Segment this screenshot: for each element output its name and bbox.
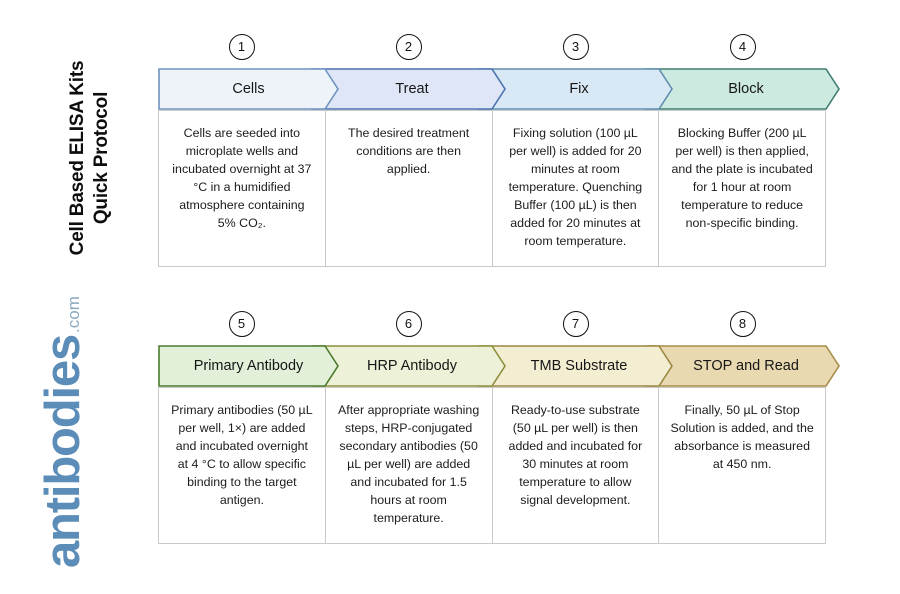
description-cell-6: After appropriate washing steps, HRP-con… bbox=[326, 388, 493, 544]
step-number-strip: 1 2 3 4 bbox=[158, 34, 840, 68]
description-text-5: Primary antibodies (50 µL per well, 1×) … bbox=[171, 403, 313, 507]
chevron-step-4[interactable]: Block bbox=[645, 68, 840, 110]
description-table: Primary antibodies (50 µL per well, 1×) … bbox=[158, 387, 826, 544]
step-number-6: 6 bbox=[395, 311, 422, 337]
description-cell-3: Fixing solution (100 µL per well) is add… bbox=[493, 111, 660, 267]
chevron-label-5: Primary Antibody bbox=[193, 358, 304, 374]
chevron-step-7[interactable]: TMB Substrate bbox=[478, 345, 673, 387]
chevron-label-8: STOP and Read bbox=[693, 358, 799, 374]
chevron-step-1[interactable]: Cells bbox=[158, 68, 339, 110]
page-title: Cell Based ELISA Kits Quick Protocol bbox=[62, 28, 118, 288]
description-text-6: After appropriate washing steps, HRP-con… bbox=[338, 403, 480, 525]
chevron-step-5[interactable]: Primary Antibody bbox=[158, 345, 339, 387]
chevron-label-7: TMB Substrate bbox=[530, 358, 628, 374]
description-cell-7: Ready-to-use substrate (50 µL per well) … bbox=[493, 388, 660, 544]
chevron-label-2: Treat bbox=[395, 81, 429, 97]
chevron-step-6[interactable]: HRP Antibody bbox=[311, 345, 506, 387]
chevron-label-3: Fix bbox=[569, 81, 589, 97]
chevron-step-8[interactable]: STOP and Read bbox=[645, 345, 840, 387]
step-number-2: 2 bbox=[395, 34, 422, 60]
description-cell-4: Blocking Buffer (200 µL per well) is the… bbox=[659, 111, 826, 267]
chevron-label-1: Cells bbox=[232, 81, 265, 97]
page-title-line-2: Quick Protocol bbox=[91, 91, 112, 225]
step-number-strip: 5 6 7 8 bbox=[158, 311, 840, 345]
chevron-label-6: HRP Antibody bbox=[366, 358, 457, 374]
chevron-label-4: Block bbox=[728, 81, 764, 97]
description-cell-5: Primary antibodies (50 µL per well, 1×) … bbox=[159, 388, 326, 544]
description-table: Cells are seeded into microplate wells a… bbox=[158, 110, 826, 267]
description-text-2: The desired treatment conditions are the… bbox=[348, 126, 470, 176]
step-number-1: 1 bbox=[228, 34, 255, 60]
description-text-8: Finally, 50 µL of Stop Solution is added… bbox=[670, 403, 814, 471]
description-text-1: Cells are seeded into microplate wells a… bbox=[172, 126, 312, 230]
step-number-4: 4 bbox=[729, 34, 756, 60]
antibodies-logo: antibodies .com bbox=[24, 288, 90, 568]
description-cell-8: Finally, 50 µL of Stop Solution is added… bbox=[659, 388, 826, 544]
logo-tld: .com bbox=[64, 296, 83, 333]
chevron-band: Primary Antibody HRP Antibody TMB Substrat… bbox=[158, 345, 840, 387]
description-cell-2: The desired treatment conditions are the… bbox=[326, 111, 493, 267]
description-text-3: Fixing solution (100 µL per well) is add… bbox=[508, 126, 643, 248]
page-title-line-1: Cell Based ELISA Kits bbox=[67, 60, 89, 256]
chevron-step-2[interactable]: Treat bbox=[311, 68, 506, 110]
step-number-8: 8 bbox=[729, 311, 756, 337]
chevron-step-3[interactable]: Fix bbox=[478, 68, 673, 110]
logo-wordmark: antibodies bbox=[36, 334, 90, 568]
step-number-3: 3 bbox=[562, 34, 589, 60]
description-text-7: Ready-to-use substrate (50 µL per well) … bbox=[508, 403, 643, 507]
step-number-7: 7 bbox=[562, 311, 589, 337]
step-number-5: 5 bbox=[228, 311, 255, 337]
chevron-band: Cells Treat Fix Block bbox=[158, 68, 840, 110]
description-text-4: Blocking Buffer (200 µL per well) is the… bbox=[671, 126, 813, 230]
description-cell-1: Cells are seeded into microplate wells a… bbox=[159, 111, 326, 267]
